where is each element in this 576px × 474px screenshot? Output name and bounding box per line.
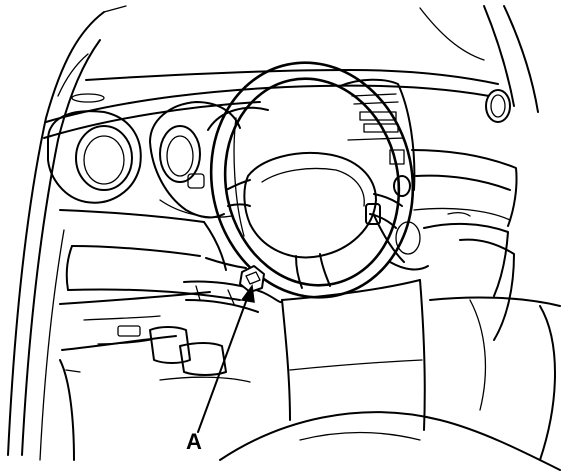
callout-leader-a (197, 284, 255, 433)
steering-wheel (209, 61, 415, 299)
steering-column (183, 221, 283, 313)
right-dash (411, 149, 518, 341)
windshield-frame (85, 5, 499, 85)
callout-label-a: A (186, 429, 202, 454)
instrument-cluster (149, 101, 269, 219)
lower-dash-panel (59, 209, 241, 461)
left-vent (47, 110, 142, 204)
pedals (149, 326, 251, 383)
center-tunnel (219, 279, 561, 471)
right-a-pillar (419, 5, 539, 113)
right-vent (485, 89, 511, 123)
dash-top (43, 84, 501, 139)
passenger-seat (429, 296, 561, 461)
component-a (239, 265, 265, 299)
left-a-pillar (7, 11, 105, 461)
